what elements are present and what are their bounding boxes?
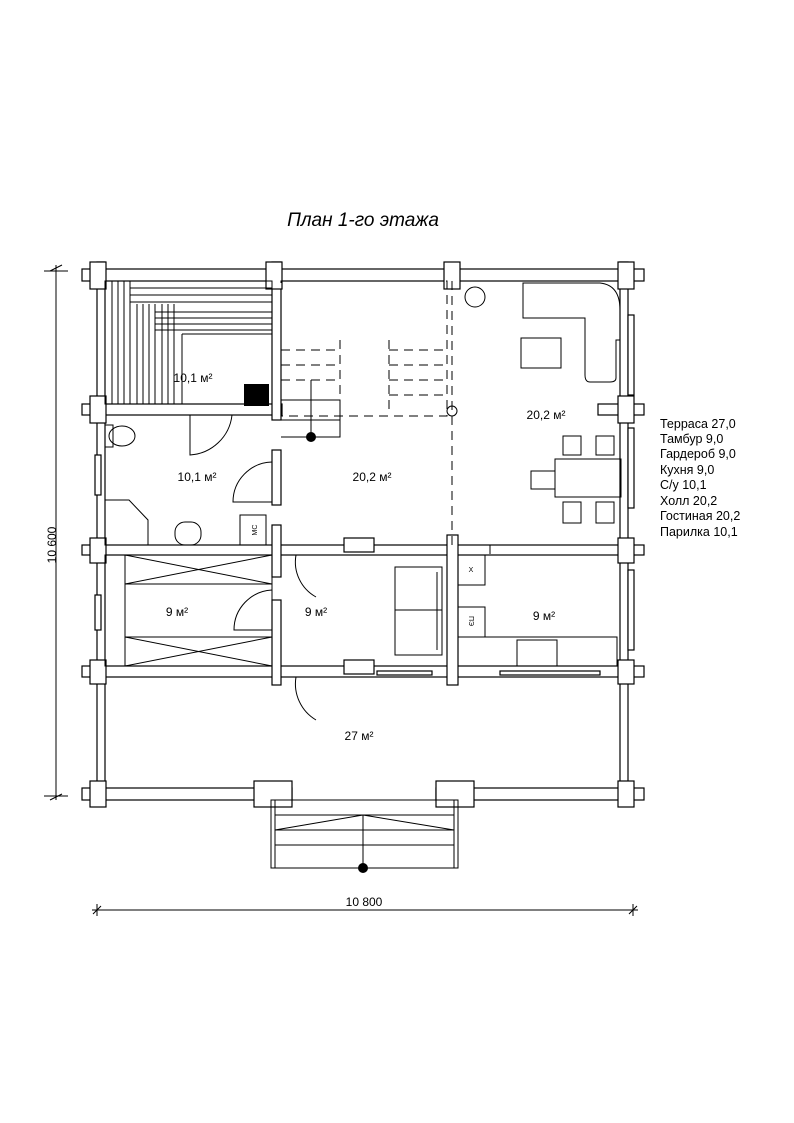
legend-item: С/у 10,1 <box>660 478 707 492</box>
porch-steps <box>270 799 459 873</box>
kitchen-fixtures: Х ПЭ <box>457 544 618 667</box>
room-area-bathroom: 10,1 м² <box>178 470 217 484</box>
stove-heater-icon <box>244 384 269 406</box>
legend-item: Гардероб 9,0 <box>660 447 736 461</box>
shower-icon <box>104 499 149 546</box>
wardrobe-shelves <box>104 554 273 667</box>
corner-sofa-icon <box>522 282 621 383</box>
room-area-living: 20,2 м² <box>527 408 566 422</box>
legend-item: Тамбур 9,0 <box>660 432 723 446</box>
fridge-label: Х <box>469 567 474 574</box>
living-furniture <box>464 282 622 524</box>
room-area-sauna: 10,1 м² <box>174 371 213 385</box>
coffee-table-icon <box>520 337 562 369</box>
legend-item: Кухня 9,0 <box>660 463 714 477</box>
room-area-terrace: 27 м² <box>345 729 374 743</box>
bathroom-fixtures: МС <box>104 424 267 546</box>
legend-item: Терраса 27,0 <box>660 417 736 431</box>
dimension-width: 10 800 <box>346 895 383 909</box>
cooktop-icon <box>516 639 558 667</box>
room-area-wardrobe: 9 м² <box>166 605 188 619</box>
exterior-walls <box>81 261 645 808</box>
sofa-icon <box>394 566 443 656</box>
washer-label: МС <box>252 525 259 536</box>
dimension-height: 10 600 <box>45 526 59 563</box>
legend-item: Парилка 10,1 <box>660 525 738 539</box>
plan-title: План 1-го этажа <box>287 210 439 231</box>
stove-label: ПЭ <box>467 616 474 626</box>
room-area-hall: 20,2 м² <box>353 470 392 484</box>
sink-icon <box>174 521 202 546</box>
toilet-icon <box>104 424 114 448</box>
dimension-lines: 10 600 10 800 <box>44 264 638 916</box>
stair-start-dot <box>306 432 316 442</box>
legend-item: Холл 20,2 <box>660 494 717 508</box>
legend-item: Гостиная 20,2 <box>660 509 740 523</box>
staircase <box>280 280 458 545</box>
room-area-vestibule: 9 м² <box>305 605 327 619</box>
room-area-kitchen: 9 м² <box>533 609 555 623</box>
doors <box>189 414 317 721</box>
area-legend: Терраса 27,0 Тамбур 9,0 Гардероб 9,0 Кух… <box>660 417 740 539</box>
sauna-benches <box>104 280 273 406</box>
plant-icon <box>464 286 486 308</box>
dining-table-icon <box>554 458 622 498</box>
